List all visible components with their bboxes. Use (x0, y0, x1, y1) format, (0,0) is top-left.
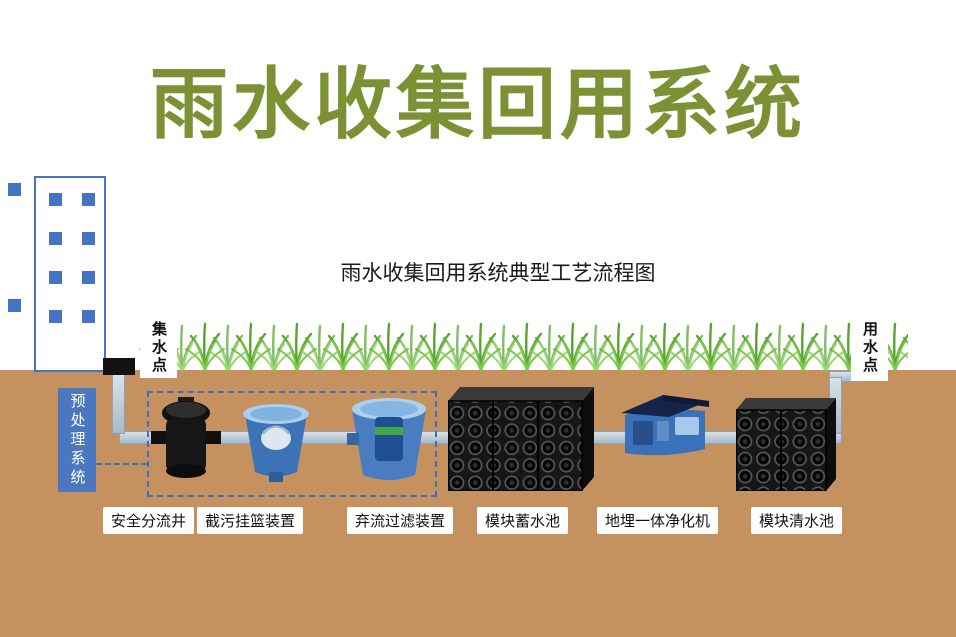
first-flush-filter-illustration (347, 398, 426, 480)
equipment-label-buried-purifier: 地埋一体净化机 (597, 507, 719, 534)
interception-basket-illustration (243, 404, 309, 482)
clean-water-module-tank-illustration (736, 398, 836, 491)
building-window (82, 271, 95, 284)
page-title: 雨水收集回用系统 (149, 61, 806, 148)
equipment-label-clean-water-tank: 模块清水池 (751, 507, 843, 534)
building-window (82, 193, 95, 206)
edge-building-window (8, 183, 21, 196)
roof-drain-elbow (103, 358, 135, 375)
building-illustration (34, 176, 106, 372)
diversion-well-illustration (151, 397, 221, 478)
building-window (82, 232, 95, 245)
equipment-label-first-flush-filter: 弃流过滤装置 (347, 507, 454, 534)
downspout-pipe (112, 374, 125, 434)
building-window (49, 193, 62, 206)
building-window (49, 232, 62, 245)
equipment-label-interception-basket: 截污挂篮装置 (197, 507, 304, 534)
collection-point-label: 集水点 (140, 318, 177, 378)
building-window (82, 310, 95, 323)
buried-purifier-illustration (621, 395, 709, 456)
equipment-label-storage-tank: 模块蓄水池 (477, 507, 569, 534)
building-window (49, 310, 62, 323)
building-window (49, 271, 62, 284)
diagram-subtitle: 雨水收集回用系统典型工艺流程图 (340, 262, 656, 285)
storage-module-tank-illustration (448, 387, 594, 491)
grass-strip-illustration (136, 314, 908, 372)
equipment-label-diversion-well: 安全分流井 (103, 507, 195, 534)
pretreatment-dashed-connector (96, 463, 147, 465)
edge-building-window (8, 299, 21, 312)
pretreatment-system-label: 预处理系统 (58, 388, 96, 492)
use-point-label: 用水点 (851, 315, 888, 381)
